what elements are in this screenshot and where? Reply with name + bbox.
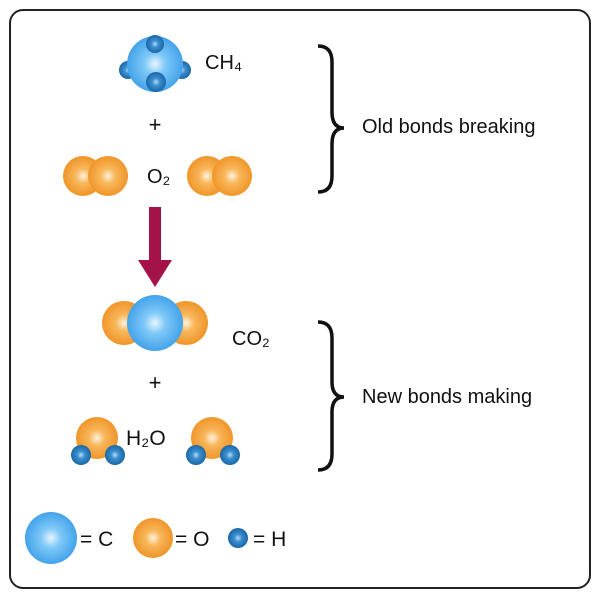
legend-oxygen-swatch (133, 518, 173, 558)
water-molecule (71, 417, 125, 465)
legend-oxygen-label: = O (175, 528, 209, 551)
oxygen-label: O₂ (147, 166, 170, 188)
legend: = C = O = H (25, 512, 286, 564)
water-molecule (186, 417, 240, 465)
legend-hydrogen-label: = H (253, 528, 286, 551)
frame (9, 9, 591, 589)
legend-carbon-swatch (25, 512, 77, 564)
plus-sign: + (149, 370, 162, 395)
reaction-arrow (138, 207, 172, 287)
co2-molecule (102, 295, 208, 351)
legend-hydrogen-swatch (228, 528, 248, 548)
brace-new-bonds (317, 320, 345, 472)
oxygen-molecule (63, 156, 128, 196)
new-bonds-label: New bonds making (362, 386, 532, 408)
plus-sign: + (149, 112, 162, 137)
old-bonds-label: Old bonds breaking (362, 116, 535, 138)
methane-molecule (119, 35, 191, 92)
oxygen-molecule (187, 156, 252, 196)
co2-label: CO₂ (232, 328, 270, 350)
water-label: H₂O (126, 427, 166, 450)
legend-carbon-label: = C (80, 528, 113, 551)
brace-old-bonds (317, 44, 345, 194)
methane-label: CH₄ (205, 52, 242, 74)
